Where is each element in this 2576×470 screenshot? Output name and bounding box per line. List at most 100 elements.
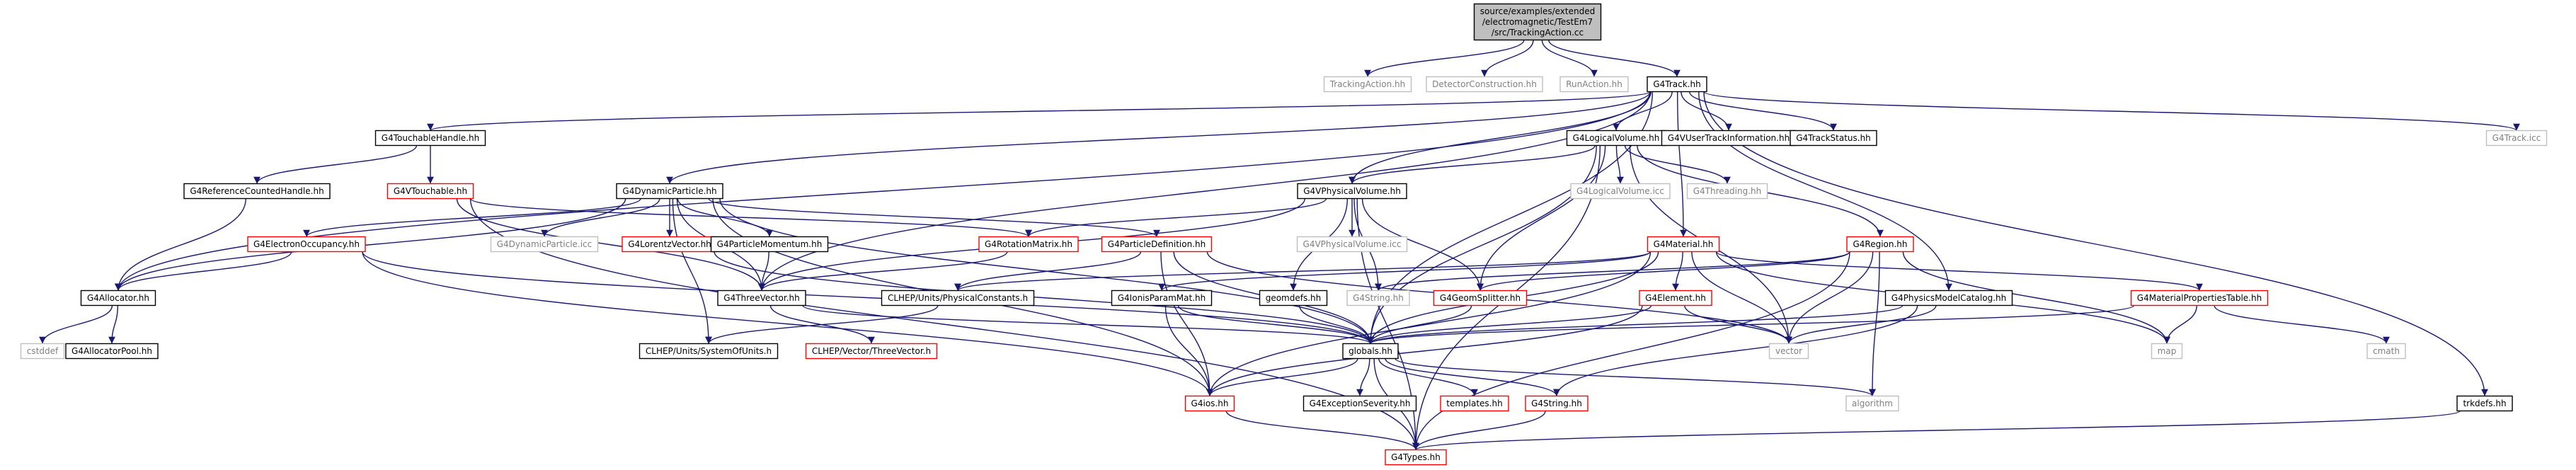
edge-path: [672, 198, 712, 344]
graph-node-g4vphysicalvolume-icc[interactable]: G4VPhysicalVolume.icc: [1296, 236, 1408, 253]
graph-node-g4electronoccupancy[interactable]: G4ElectronOccupancy.hh: [247, 236, 366, 253]
node-box: [616, 183, 723, 200]
graph-node-g4particledefinition[interactable]: G4ParticleDefinition.hh: [1101, 236, 1213, 253]
edge-path: [115, 251, 292, 291]
graph-node-g4track-icc[interactable]: G4Track.icc: [2485, 130, 2548, 147]
graph-node-g4ionisparammat[interactable]: G4IonisParamMat.hh: [1111, 290, 1213, 306]
node-box: [717, 290, 806, 306]
graph-node-g4vtouchable[interactable]: G4VTouchable.hh: [387, 183, 474, 200]
graph-node-g4exceptionseverity[interactable]: G4ExceptionSeverity.hh: [1303, 395, 1417, 412]
node-label: G4LorentzVector.hh: [628, 239, 711, 249]
graph-node-g4trackstatus[interactable]: G4TrackStatus.hh: [1790, 130, 1877, 147]
graph-node-g4dynamicparticle-icc[interactable]: G4DynamicParticle.icc: [490, 236, 599, 253]
graph-node-g4particlemomentum[interactable]: G4ParticleMomentum.hh: [710, 236, 829, 253]
edge-g4material-to-g4ionisparammat: [1158, 251, 1651, 292]
edge-path: [1206, 305, 1643, 396]
graph-node-algorithm[interactable]: algorithm: [1845, 395, 1899, 412]
graph-node-cstddef[interactable]: cstddef: [20, 343, 65, 360]
edge-g4logicalvolume-to-g4logicalvolume-icc: [1615, 145, 1624, 184]
node-label: G4Threading.hh: [1693, 186, 1761, 196]
graph-node-clhep-systemofunits[interactable]: CLHEP/Units/SystemOfUnits.h: [639, 343, 779, 360]
edge-path: [1412, 410, 2461, 451]
edge-globals-to-g4string-red: [1385, 358, 1560, 396]
graph-node-g4geomsplitter[interactable]: G4GeomSplitter.hh: [1433, 290, 1528, 306]
node-label: trkdefs.hh: [2463, 399, 2506, 408]
node-box: [978, 236, 1079, 253]
edge-g4physicsmodelcatalog-to-globals: [1367, 304, 1904, 345]
graph-node-g4material[interactable]: G4Material.hh: [1647, 236, 1720, 253]
graph-node-g4physicsmodelcatalog[interactable]: G4PhysicsModelCatalog.hh: [1884, 290, 2013, 306]
graph-node-templates[interactable]: templates.hh: [1440, 395, 1509, 412]
node-label: globals.hh: [1349, 346, 1392, 356]
graph-node-g4logicalvolume-icc[interactable]: G4LogicalVolume.icc: [1570, 183, 1671, 200]
graph-node-g4lorentzvector[interactable]: G4LorentzVector.hh: [622, 236, 718, 253]
edge-path: [1477, 145, 1606, 291]
edge-path: [1541, 40, 1598, 77]
node-box: [80, 290, 156, 306]
graph-node-g4region[interactable]: G4Region.hh: [1846, 236, 1914, 253]
graph-node-g4string-red[interactable]: G4String.hh: [1525, 395, 1588, 412]
graph-node-g4materialpropertiestable[interactable]: G4MaterialPropertiesTable.hh: [2130, 290, 2269, 306]
graph-node-g4element[interactable]: G4Element.hh: [1639, 290, 1712, 306]
edge-g4vtouchable-to-g4threevector: [456, 198, 765, 291]
node-label: G4DynamicParticle.icc: [497, 239, 593, 249]
node-box: [2456, 395, 2513, 412]
graph-node-g4logicalvolume[interactable]: G4LogicalVolume.hh: [1566, 130, 1666, 147]
graph-node-globals[interactable]: globals.hh: [1342, 343, 1399, 360]
graph-node-detector-construction[interactable]: DetectorConstruction.hh: [1426, 76, 1543, 93]
node-label: G4DynamicParticle.hh: [622, 186, 716, 196]
node-box: [1111, 290, 1213, 306]
graph-node-g4types[interactable]: G4Types.hh: [1385, 449, 1447, 466]
node-box: [65, 343, 159, 360]
graph-node-g4allocatorpool[interactable]: G4AllocatorPool.hh: [65, 343, 159, 360]
node-box: [1101, 236, 1213, 253]
edge-path: [469, 197, 1032, 238]
graph-node-clhep-vectorthreevector[interactable]: CLHEP/Vector/ThreeVector.h: [805, 343, 938, 360]
edge-g4ionisparammat-to-globals: [1177, 305, 1374, 344]
edge-path: [1367, 305, 1472, 344]
edge-path: [1677, 91, 1687, 237]
edge-g4material-to-clhep-physicalconstants: [954, 251, 1651, 292]
graph-node-g4referencecountedhandle[interactable]: G4ReferenceCountedHandle.hh: [183, 183, 331, 200]
graph-node-g4ios[interactable]: G4ios.hh: [1184, 395, 1235, 412]
edge-path: [1025, 198, 1327, 237]
edge-g4particledefinition-to-clhep-physicalconstants: [954, 251, 1142, 291]
graph-node-clhep-physicalconstants[interactable]: CLHEP/Units/PhysicalConstants.h: [881, 290, 1035, 306]
graph-node-trkdefs[interactable]: trkdefs.hh: [2456, 395, 2513, 412]
edge-path: [1385, 358, 1560, 396]
node-box: [1385, 449, 1447, 466]
graph-node-root[interactable]: source/examples/extended/electromagnetic…: [1473, 3, 1602, 41]
graph-node-run-action[interactable]: RunAction.hh: [1559, 76, 1629, 93]
graph-node-g4string-hh[interactable]: G4String.hh: [1346, 290, 1410, 306]
edge-g4material-to-g4ios: [1206, 251, 1651, 396]
graph-node-g4touchablehandle[interactable]: G4TouchableHandle.hh: [374, 130, 486, 147]
graph-node-cmath[interactable]: cmath: [2366, 343, 2406, 360]
graph-node-g4threevector[interactable]: G4ThreeVector.hh: [717, 290, 806, 306]
edge-path: [954, 251, 1651, 292]
edge-path: [1624, 145, 1731, 184]
node-label: G4AllocatorPool.hh: [71, 346, 152, 356]
edge-path: [1672, 251, 1683, 291]
graph-node-g4vusertrackinformation[interactable]: G4VUserTrackInformation.hh: [1661, 130, 1797, 147]
node-box: [1323, 76, 1412, 93]
edge-geomdefs-to-globals: [1299, 305, 1374, 344]
node-box: [1639, 290, 1712, 306]
graph-node-geomdefs[interactable]: geomdefs.hh: [1259, 290, 1328, 306]
graph-node-map[interactable]: map: [2151, 343, 2183, 360]
node-label: G4TrackStatus.hh: [1796, 133, 1871, 143]
graph-node-g4rotationmatrix[interactable]: G4RotationMatrix.hh: [978, 236, 1079, 253]
graph-node-g4allocator[interactable]: G4Allocator.hh: [80, 290, 156, 306]
graph-node-g4threading[interactable]: G4Threading.hh: [1686, 183, 1768, 200]
graph-node-tracking-action[interactable]: TrackingAction.hh: [1323, 76, 1412, 93]
node-box: [1570, 183, 1671, 200]
edge-path: [1356, 198, 1419, 450]
edge-path: [708, 197, 1160, 238]
node-label: G4TouchableHandle.hh: [382, 133, 479, 143]
graph-node-vector[interactable]: vector: [1768, 343, 1809, 360]
edge-path: [1615, 145, 1624, 184]
graph-node-g4dynamicparticle[interactable]: G4DynamicParticle.hh: [616, 183, 723, 200]
graph-node-g4track[interactable]: G4Track.hh: [1647, 76, 1707, 93]
node-box: [1647, 76, 1707, 93]
graph-node-g4vphysicalvolume[interactable]: G4VPhysicalVolume.hh: [1297, 183, 1407, 200]
edge-g4referencecountedhandle-to-g4allocator: [115, 198, 247, 291]
